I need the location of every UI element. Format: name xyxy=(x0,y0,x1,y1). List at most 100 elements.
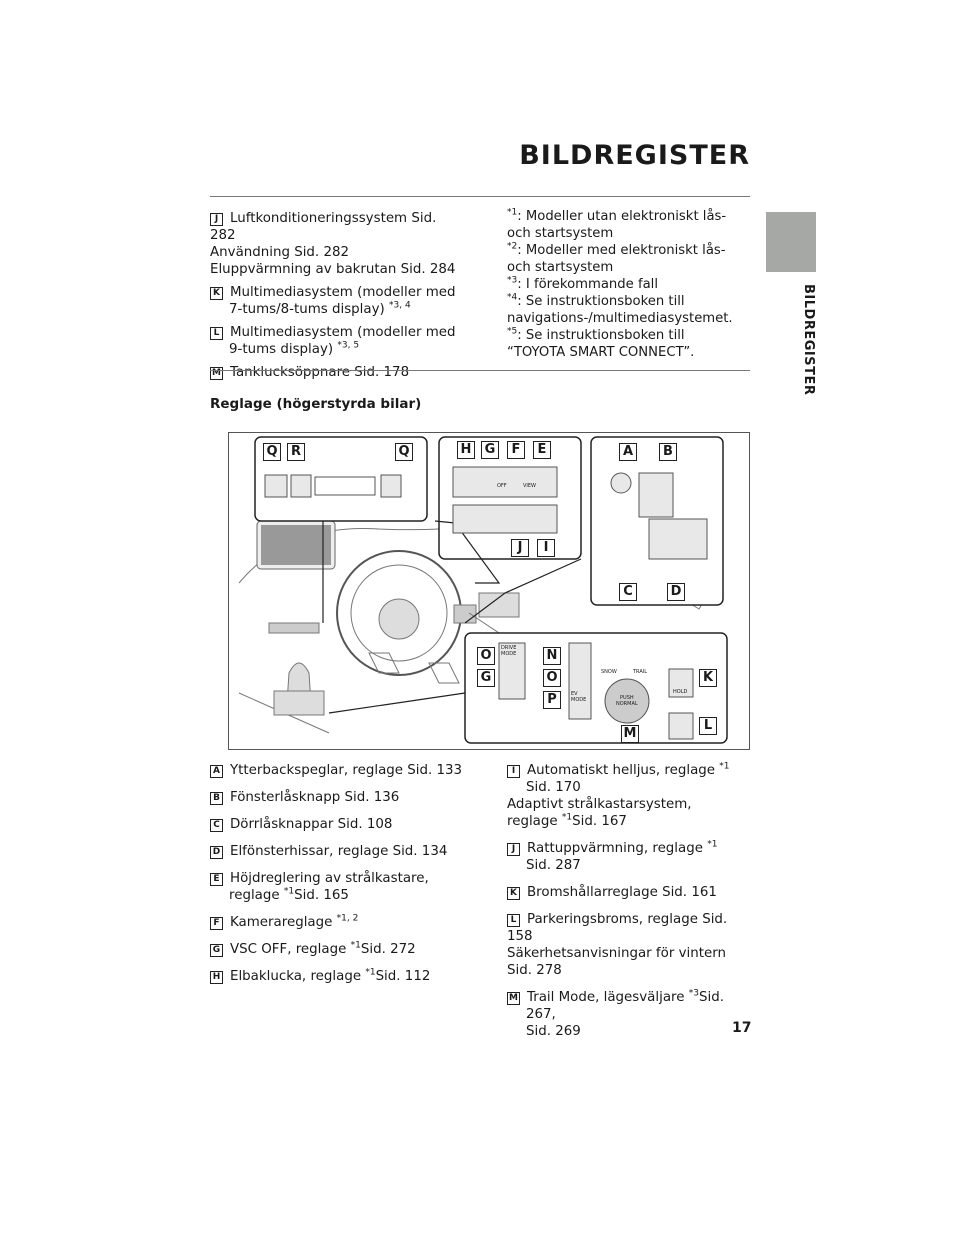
fig-label-o: O xyxy=(543,669,561,687)
section-tab-label: BILDREGISTER xyxy=(801,284,816,396)
fig-label-a: A xyxy=(619,443,637,461)
fig-label-n: N xyxy=(543,647,561,665)
page-number: 17 xyxy=(732,1020,752,1036)
tag-h: H xyxy=(210,971,223,984)
footnote-3-text: : I förekommande fall xyxy=(517,277,659,292)
tag-e: E xyxy=(210,873,223,886)
tag-c: C xyxy=(210,819,223,832)
button-text-drive-mode: DRIVE MODE xyxy=(501,645,517,657)
entry-g-page: Sid. 272 xyxy=(360,942,416,957)
entry-b: B Fönsterlåsknapp Sid. 136 xyxy=(210,789,490,806)
fig-label-d: D xyxy=(667,583,685,601)
entry-i-page: Sid. 170 xyxy=(526,780,581,795)
fig-label-q: Q xyxy=(263,443,281,461)
entry-i-sup: *1 xyxy=(719,761,730,772)
tag-k: K xyxy=(210,287,223,300)
entry-m2: M Trail Mode, lägesväljare *3Sid. 267, Sid… xyxy=(507,989,752,1040)
entry-f-sup: *1, 2 xyxy=(336,913,359,924)
footnotes: *1: Modeller utan elektroniskt lås- och … xyxy=(507,208,747,361)
entry-d-text: Elfönsterhissar, reglage Sid. 134 xyxy=(230,844,448,859)
entry-a-text: Ytterbackspeglar, reglage Sid. 133 xyxy=(230,763,463,778)
fig-label-b: B xyxy=(659,443,677,461)
tag-l2: L xyxy=(507,914,520,927)
entry-g-text: VSC OFF, reglage xyxy=(230,942,347,957)
fig-label-r: R xyxy=(287,443,305,461)
footnote-2: *2: Modeller med elektroniskt lås- och s… xyxy=(507,242,747,276)
top-rule xyxy=(210,196,750,197)
entry-c: C Dörrlåsknappar Sid. 108 xyxy=(210,816,490,833)
tag-m2: M xyxy=(507,992,520,1005)
entry-j-line2: Användning Sid. 282 xyxy=(210,245,350,260)
tag-g: G xyxy=(210,944,223,957)
footnote-5: *5: Se instruktionsboken till “TOYOTA SM… xyxy=(507,327,747,361)
entry-j-line3: Eluppvärmning av bakrutan Sid. 284 xyxy=(210,262,456,277)
entry-h: H Elbaklucka, reglage *1Sid. 112 xyxy=(210,968,490,985)
entry-l2-line2: Säkerhetsanvisningar för vintern Sid. 27… xyxy=(507,946,726,978)
tag-f: F xyxy=(210,917,223,930)
footnote-4-mark: *4 xyxy=(507,292,518,303)
entry-m-text: Tanklucksöppnare Sid. 178 xyxy=(230,365,410,380)
footnote-5-text: : Se instruktionsboken till “TOYOTA SMAR… xyxy=(507,328,695,360)
footnote-2-mark: *2 xyxy=(507,241,518,252)
tag-j2: J xyxy=(507,843,520,856)
button-text-trail: TRAIL xyxy=(633,669,648,675)
cockpit-illustration xyxy=(238,436,728,744)
entry-i-line3: reglage xyxy=(507,814,558,829)
entry-f: F Kamerareglage *1, 2 xyxy=(210,914,490,931)
entry-j-text: Luftkonditioneringssystem Sid. 282 xyxy=(210,211,437,243)
entry-j2-text: Rattuppvärmning, reglage xyxy=(527,841,703,856)
entry-m2-sup: *3 xyxy=(688,988,699,999)
fig-label-k: K xyxy=(699,669,717,687)
tag-i: I xyxy=(507,765,520,778)
entry-c-text: Dörrlåsknappar Sid. 108 xyxy=(230,817,393,832)
button-text-off: OFF xyxy=(497,483,507,489)
entry-k2-text: Bromshållarreglage Sid. 161 xyxy=(527,885,717,900)
entry-l: L Multimediasystem (modeller med 9-tums d… xyxy=(210,324,465,358)
tag-k2: K xyxy=(507,887,520,900)
entry-j2-sup: *1 xyxy=(707,839,718,850)
entry-e-page: Sid. 165 xyxy=(294,888,349,903)
fig-label-h: H xyxy=(457,441,475,459)
entry-k2: K Bromshållarreglage Sid. 161 xyxy=(507,884,752,901)
entry-l-text: Multimediasystem (modeller med 9-tums di… xyxy=(229,325,456,357)
entry-m2-page: Sid. 267, xyxy=(526,990,724,1022)
entry-f-text: Kamerareglage xyxy=(230,915,333,930)
footnote-4: *4: Se instruktionsboken till navigation… xyxy=(507,293,747,327)
button-text-hold: HOLD xyxy=(673,689,688,695)
footnote-2-text: : Modeller med elektroniskt lås- och sta… xyxy=(507,243,726,275)
tag-b: B xyxy=(210,792,223,805)
entry-i-line3-page: Sid. 167 xyxy=(572,814,627,829)
entry-h-page: Sid. 112 xyxy=(375,969,431,984)
fig-label-c: C xyxy=(619,583,637,601)
entry-m2-text: Trail Mode, lägesväljare xyxy=(527,990,685,1005)
fig-label-o: O xyxy=(477,647,495,665)
fig-label-m: M xyxy=(621,725,639,743)
entry-j2-page: Sid. 287 xyxy=(526,858,581,873)
entry-i-line2: Adaptivt strålkastarsystem, xyxy=(507,797,692,812)
tag-l: L xyxy=(210,327,223,340)
button-text-view: VIEW xyxy=(523,483,536,489)
fig-label-l: L xyxy=(699,717,717,735)
entry-h-sup: *1 xyxy=(365,967,376,978)
entry-b-text: Fönsterlåsknapp Sid. 136 xyxy=(230,790,400,805)
fig-label-i: I xyxy=(537,539,555,557)
entry-l2-text: Parkeringsbroms, reglage Sid. 158 xyxy=(507,912,728,944)
entry-i-text: Automatiskt helljus, reglage xyxy=(527,763,716,778)
entry-m2-page2: Sid. 269 xyxy=(526,1024,581,1039)
entry-g: G VSC OFF, reglage *1Sid. 272 xyxy=(210,941,490,958)
entry-k-sup: *3, 4 xyxy=(389,300,411,311)
entry-h-text: Elbaklucka, reglage xyxy=(230,969,362,984)
footnote-1-text: : Modeller utan elektroniskt lås- och st… xyxy=(507,209,727,241)
button-text-snow: SNOW xyxy=(601,669,617,675)
entry-g-sup: *1 xyxy=(350,940,361,951)
entry-e-text2: reglage xyxy=(229,888,280,903)
